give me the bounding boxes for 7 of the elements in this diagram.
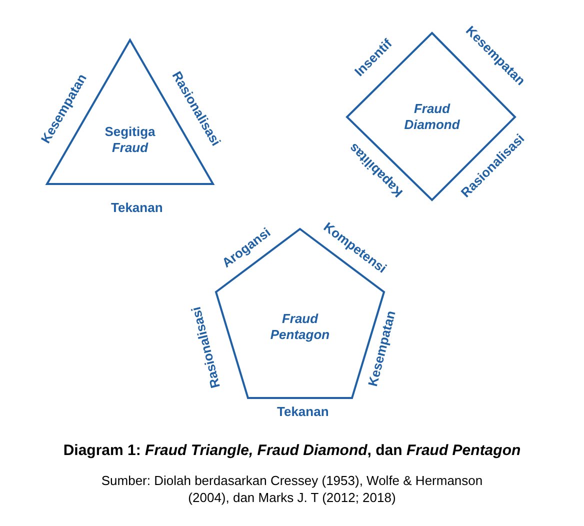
source-caption: Sumber: Diolah berdasarkan Cressey (1953), Wolfe & Hermanson (2004), dan Marks J. T (2012; 2018) [100, 472, 484, 506]
side-label: Tekanan [277, 404, 329, 418]
shape-label: Fraud Diamond [403, 101, 460, 133]
shape-label: Segitiga Fraud [104, 124, 156, 156]
diagram-title: Diagram 1: Fraud Triangle, Fraud Diamond, dan Fraud Pentagon [62, 442, 522, 459]
side-label: Tekanan [111, 200, 163, 214]
shape-label: Fraud Pentagon [269, 311, 331, 343]
